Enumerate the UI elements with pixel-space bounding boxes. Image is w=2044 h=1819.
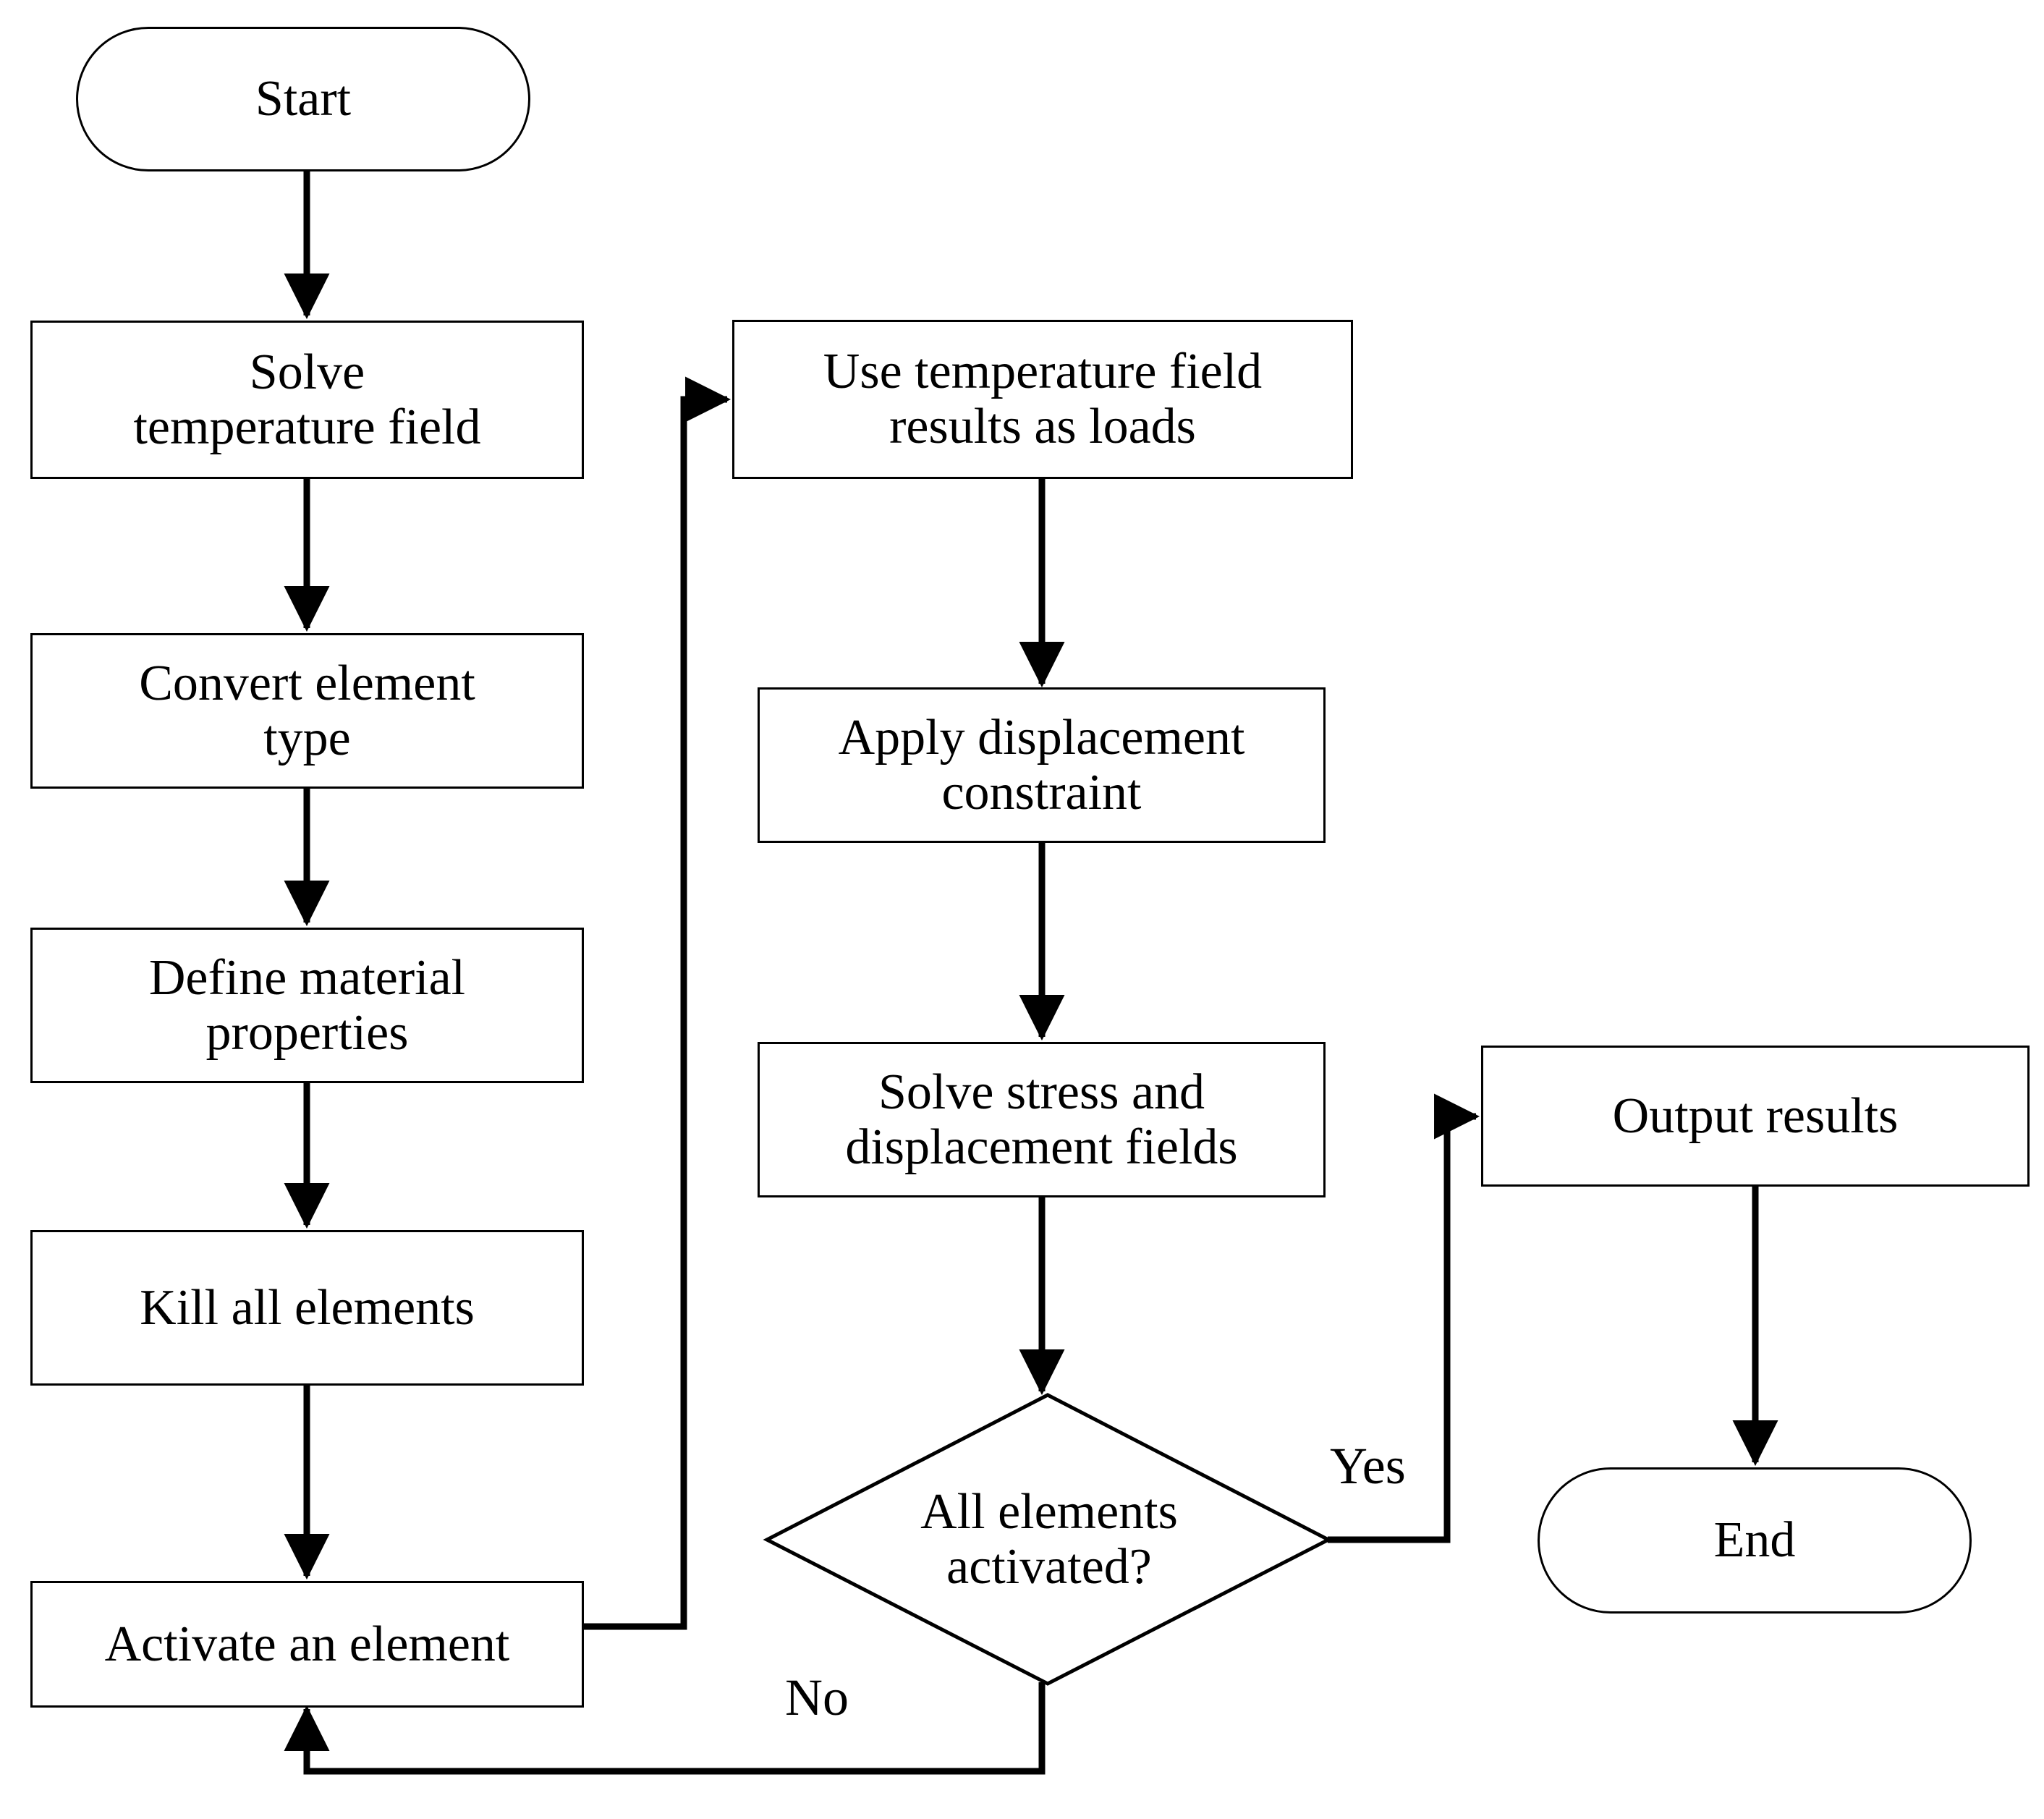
edge-label-no: No — [785, 1669, 849, 1726]
node-convert-element-type[interactable]: Convert element type — [30, 633, 584, 789]
node-activate-an-element-label: Activate an element — [104, 1616, 510, 1672]
connector-activate-to-use-temp — [584, 376, 731, 1630]
node-activate-an-element[interactable]: Activate an element — [30, 1581, 584, 1708]
node-start[interactable]: Start — [76, 27, 530, 171]
node-kill-all-elements-label: Kill all elements — [140, 1279, 475, 1336]
node-end[interactable]: End — [1538, 1467, 1972, 1614]
node-solve-stress-and-displacement-fields-label: Solve stress and displacement fields — [845, 1064, 1238, 1175]
node-apply-displacement-constraint[interactable]: Apply displacement constraint — [758, 687, 1326, 843]
node-end-label: End — [1713, 1512, 1796, 1569]
node-solve-stress-and-displacement-fields[interactable]: Solve stress and displacement fields — [758, 1042, 1326, 1197]
node-solve-temperature-field[interactable]: Solve temperature field — [30, 321, 584, 479]
node-kill-all-elements[interactable]: Kill all elements — [30, 1230, 584, 1386]
node-define-material-properties-label: Define material properties — [148, 949, 466, 1061]
node-convert-element-type-label: Convert element type — [139, 655, 475, 766]
node-output-results[interactable]: Output results — [1481, 1046, 2030, 1187]
node-use-temperature-field-results-as-loads[interactable]: Use temperature field results as loads — [732, 320, 1353, 479]
node-solve-temperature-field-label: Solve temperature field — [133, 344, 481, 455]
node-define-material-properties[interactable]: Define material properties — [30, 928, 584, 1083]
node-use-temperature-field-results-as-loads-label: Use temperature field results as loads — [823, 344, 1263, 454]
node-start-label: Start — [255, 71, 352, 127]
node-all-elements-activated-decision[interactable]: All elements activated? — [854, 1475, 1244, 1605]
edge-label-yes: Yes — [1330, 1437, 1406, 1495]
node-all-elements-activated-decision-label: All elements activated? — [920, 1484, 1178, 1595]
node-output-results-label: Output results — [1612, 1087, 1899, 1144]
node-apply-displacement-constraint-label: Apply displacement constraint — [838, 709, 1245, 821]
